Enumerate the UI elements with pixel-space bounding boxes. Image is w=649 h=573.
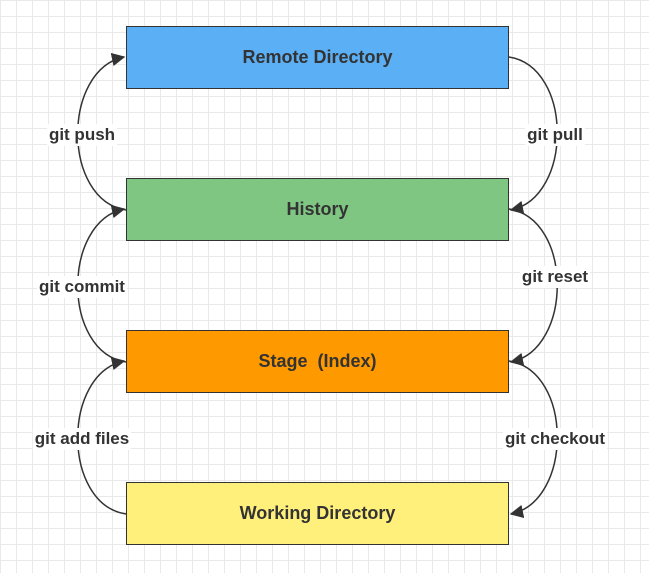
git-push-label: git push: [46, 124, 118, 146]
git-add-files-label: git add files: [32, 428, 132, 450]
stage-box: Stage (Index): [126, 330, 509, 393]
working-directory-label: Working Directory: [239, 503, 396, 523]
git-reset-label: git reset: [519, 266, 591, 288]
git-commit-label: git commit: [37, 276, 127, 298]
remote-directory-box: Remote Directory: [126, 26, 509, 89]
stage-label: Stage (Index): [258, 351, 377, 371]
working-directory-box: Working Directory: [126, 482, 509, 545]
remote-directory-label: Remote Directory: [242, 47, 393, 67]
git-checkout-label: git checkout: [502, 428, 608, 450]
history-box: History: [126, 178, 509, 241]
git-pull-label: git pull: [525, 124, 585, 146]
history-label: History: [286, 199, 349, 219]
